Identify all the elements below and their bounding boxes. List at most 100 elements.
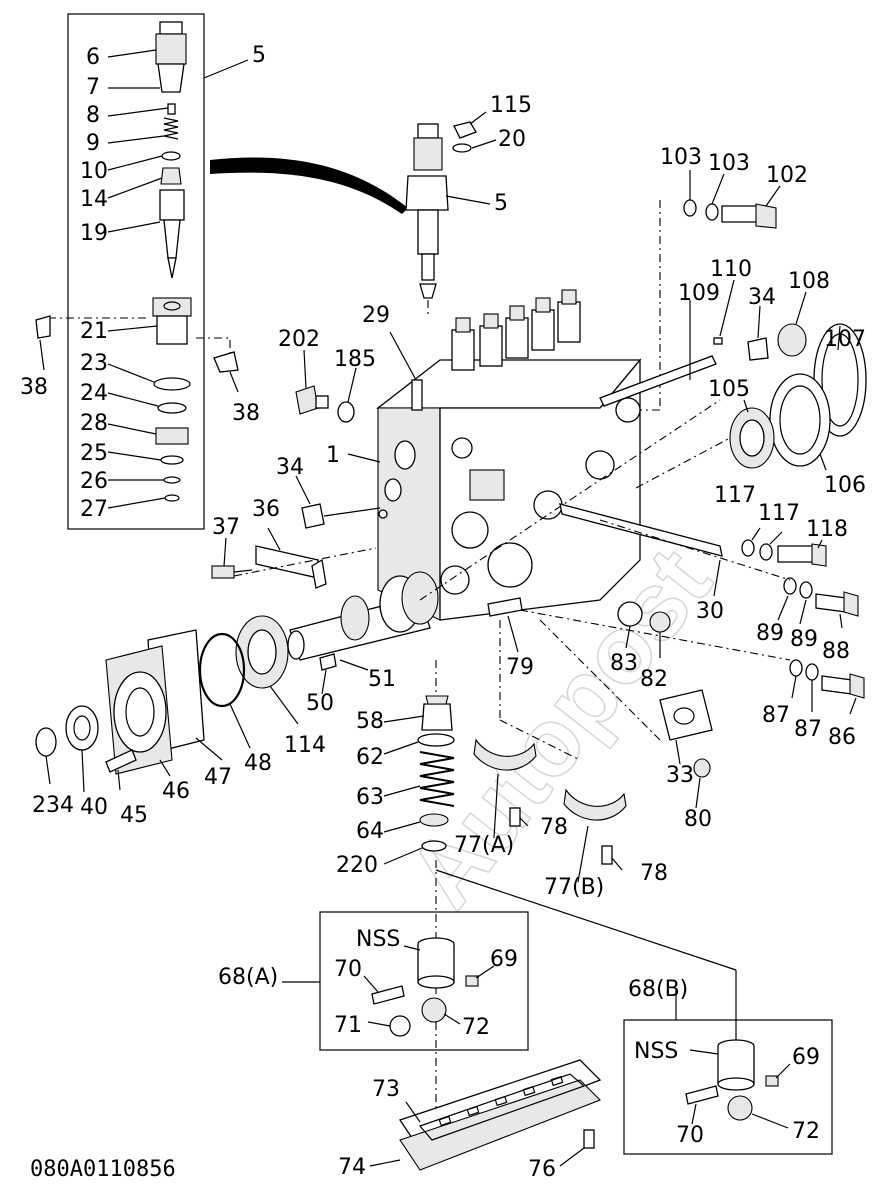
callout-38-left: 38 [20, 375, 48, 400]
callout-117-a: 117 [714, 483, 756, 508]
callout-28: 28 [80, 411, 108, 436]
drawing-number: 080A0110856 [30, 1157, 176, 1182]
callout-9: 9 [86, 131, 100, 156]
bottom-cover [369, 1059, 602, 1171]
callout-108: 108 [788, 269, 830, 294]
callout-89-a: 89 [756, 621, 784, 646]
callout-117-b: 117 [758, 501, 800, 526]
callout-10: 10 [80, 159, 108, 184]
callout-114: 114 [284, 733, 326, 758]
callout-109: 109 [678, 281, 720, 306]
callout-1: 1 [326, 443, 340, 468]
left-side-parts [211, 475, 388, 589]
callout-36: 36 [252, 497, 280, 522]
callout-77b: 77(B) [544, 875, 604, 900]
callout-7: 7 [86, 75, 100, 100]
callout-115: 115 [490, 93, 532, 118]
callout-24: 24 [80, 381, 108, 406]
callout-34-top: 34 [748, 285, 776, 310]
callout-37: 37 [212, 515, 240, 540]
callout-21: 21 [80, 319, 108, 344]
callout-6: 6 [86, 45, 100, 70]
callout-234: 234 [32, 793, 74, 818]
callout-5-inset: 5 [252, 43, 266, 68]
label-nss-b: NSS [634, 1039, 678, 1064]
callout-103-b: 103 [708, 151, 750, 176]
callout-48: 48 [244, 751, 272, 776]
callout-86: 86 [828, 725, 856, 750]
callout-78-a: 78 [540, 815, 568, 840]
callout-30: 30 [696, 599, 724, 624]
callout-50: 50 [306, 691, 334, 716]
reference-arrow [210, 157, 408, 214]
callout-88: 88 [822, 639, 850, 664]
callout-64: 64 [356, 819, 384, 844]
callout-72-b: 72 [792, 1119, 820, 1144]
callout-83: 83 [610, 651, 638, 676]
pump-housing [347, 289, 642, 621]
callout-46: 46 [162, 779, 190, 804]
callout-38-right: 38 [232, 401, 260, 426]
callout-labels: 6 7 8 9 10 14 19 5 21 23 24 28 25 26 27 … [20, 43, 866, 1182]
callout-70-b: 70 [676, 1123, 704, 1148]
callout-62: 62 [356, 745, 384, 770]
callout-105: 105 [708, 377, 750, 402]
callout-102: 102 [766, 163, 808, 188]
callout-74: 74 [338, 1155, 366, 1180]
tappet-stack [383, 660, 737, 1140]
callout-45: 45 [120, 803, 148, 828]
label-nss-a: NSS [356, 927, 400, 952]
inset-delivery-valve [35, 13, 249, 530]
callout-110: 110 [710, 257, 752, 282]
callout-68a: 68(A) [218, 965, 278, 990]
plug-202-185 [295, 349, 357, 423]
callout-87-b: 87 [794, 717, 822, 742]
callout-23: 23 [80, 351, 108, 376]
callout-26: 26 [80, 469, 108, 494]
callout-25: 25 [80, 441, 108, 466]
callout-72-a: 72 [462, 1015, 490, 1040]
callout-89-b: 89 [790, 627, 818, 652]
callout-34-left: 34 [276, 455, 304, 480]
callout-185: 185 [334, 347, 376, 372]
callout-71: 71 [334, 1013, 362, 1038]
callout-103-a: 103 [660, 145, 702, 170]
callout-79: 79 [506, 655, 534, 680]
bearing-caps [473, 619, 713, 883]
callout-58: 58 [356, 709, 384, 734]
callout-51: 51 [368, 667, 396, 692]
callout-33: 33 [666, 763, 694, 788]
camshaft-assembly [35, 399, 721, 793]
callout-20: 20 [498, 127, 526, 152]
callout-40: 40 [80, 795, 108, 820]
callout-220: 220 [336, 853, 378, 878]
callout-27: 27 [80, 497, 108, 522]
callout-82: 82 [640, 667, 668, 692]
callout-29: 29 [362, 303, 390, 328]
roller-tappet-box-a [282, 911, 529, 1051]
callout-78-b: 78 [640, 861, 668, 886]
callout-69-a: 69 [490, 947, 518, 972]
callout-202: 202 [278, 327, 320, 352]
callout-14: 14 [80, 187, 108, 212]
callout-76: 76 [528, 1157, 556, 1182]
callout-69-b: 69 [792, 1045, 820, 1070]
callout-107: 107 [824, 327, 866, 352]
roller-tappet-box-b [623, 988, 833, 1155]
callout-68b: 68(B) [628, 977, 688, 1002]
callout-80: 80 [684, 807, 712, 832]
governor-side-parts [599, 170, 867, 489]
right-lower-parts [487, 503, 865, 715]
callout-118: 118 [806, 517, 848, 542]
callout-19: 19 [80, 221, 108, 246]
callout-73: 73 [372, 1077, 400, 1102]
callout-77a: 77(A) [454, 833, 514, 858]
callout-70-a: 70 [334, 957, 362, 982]
callout-47: 47 [204, 765, 232, 790]
callout-8: 8 [86, 103, 100, 128]
callout-106: 106 [824, 473, 866, 498]
callout-87-a: 87 [762, 703, 790, 728]
callout-5-top: 5 [494, 191, 508, 216]
callout-63: 63 [356, 785, 384, 810]
